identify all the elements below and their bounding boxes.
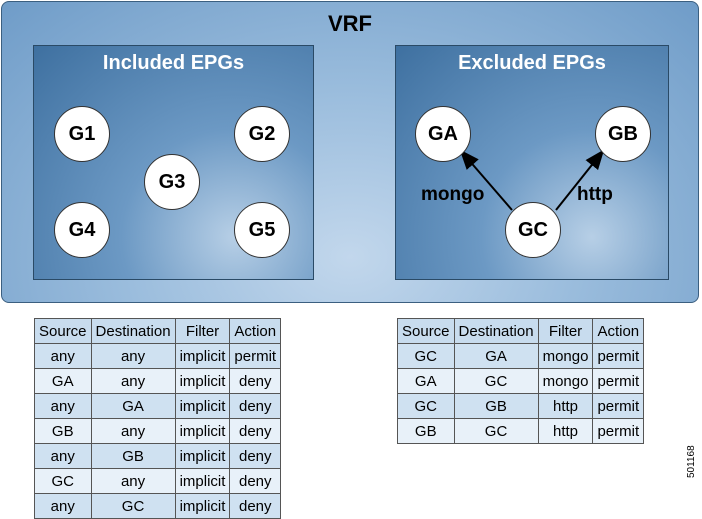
cell-destination: any bbox=[90, 418, 176, 444]
figure-id: 501168 bbox=[686, 445, 697, 478]
cell-source: GA bbox=[397, 368, 455, 394]
cell-destination: GB bbox=[90, 443, 176, 469]
cell-source: any bbox=[34, 493, 92, 519]
epg-node-g4: G4 bbox=[54, 202, 110, 258]
vrf-container: VRF Included EPGs G1 G2 G3 G4 G5 Exclude… bbox=[1, 1, 699, 303]
table-row: GC GA mongo permit bbox=[397, 343, 645, 369]
header-destination: Destination bbox=[453, 318, 539, 344]
cell-destination: GC bbox=[90, 493, 176, 519]
cell-filter: implicit bbox=[174, 493, 231, 519]
cell-action: deny bbox=[229, 393, 282, 419]
cell-filter: implicit bbox=[174, 418, 231, 444]
epg-node-ga: GA bbox=[415, 106, 471, 162]
header-source: Source bbox=[397, 318, 455, 344]
cell-source: any bbox=[34, 393, 92, 419]
cell-action: deny bbox=[229, 443, 282, 469]
epg-node-gb: GB bbox=[595, 106, 651, 162]
cell-filter: implicit bbox=[174, 468, 231, 494]
header-source: Source bbox=[34, 318, 92, 344]
edge-label-mongo: mongo bbox=[421, 184, 485, 205]
cell-action: deny bbox=[229, 493, 282, 519]
cell-destination: GA bbox=[453, 343, 539, 369]
edge-gc-gb-arrow bbox=[555, 149, 605, 211]
excluded-epgs-title: Excluded EPGs bbox=[458, 52, 606, 74]
table-row: GC GB http permit bbox=[397, 393, 645, 419]
excluded-epgs-group: Excluded EPGs GA GB GC mongo http bbox=[395, 45, 669, 280]
header-destination: Destination bbox=[90, 318, 176, 344]
header-action: Action bbox=[592, 318, 645, 344]
header-action: Action bbox=[229, 318, 282, 344]
cell-destination: GA bbox=[90, 393, 176, 419]
cell-source: GC bbox=[34, 468, 92, 494]
cell-filter: mongo bbox=[537, 368, 594, 394]
cell-action: permit bbox=[592, 343, 645, 369]
table-row: any GB implicit deny bbox=[34, 443, 282, 469]
cell-destination: any bbox=[90, 368, 176, 394]
table-header-row: Source Destination Filter Action bbox=[34, 318, 282, 344]
cell-filter: mongo bbox=[537, 343, 594, 369]
table-row: any GA implicit deny bbox=[34, 393, 282, 419]
cell-destination: GC bbox=[453, 368, 539, 394]
included-epgs-title: Included EPGs bbox=[102, 52, 245, 74]
table-row: any any implicit permit bbox=[34, 343, 282, 369]
included-epgs-group: Included EPGs G1 G2 G3 G4 G5 bbox=[33, 45, 314, 280]
table-row: GC any implicit deny bbox=[34, 468, 282, 494]
cell-filter: http bbox=[537, 418, 594, 444]
table-row: GA any implicit deny bbox=[34, 368, 282, 394]
cell-filter: implicit bbox=[174, 443, 231, 469]
cell-filter: implicit bbox=[174, 368, 231, 394]
edge-arrows bbox=[459, 149, 605, 211]
table-row: GA GC mongo permit bbox=[397, 368, 645, 394]
cell-destination: any bbox=[90, 343, 176, 369]
cell-destination: GC bbox=[453, 418, 539, 444]
cell-action: deny bbox=[229, 368, 282, 394]
epg-node-g1: G1 bbox=[54, 106, 110, 162]
header-filter: Filter bbox=[174, 318, 231, 344]
epg-node-g3: G3 bbox=[144, 154, 200, 210]
cell-action: permit bbox=[592, 368, 645, 394]
table-row: GB any implicit deny bbox=[34, 418, 282, 444]
table-header-row: Source Destination Filter Action bbox=[397, 318, 645, 344]
table-row: GB GC http permit bbox=[397, 418, 645, 444]
cell-action: deny bbox=[229, 468, 282, 494]
cell-source: GB bbox=[397, 418, 455, 444]
vrf-title: VRF bbox=[328, 11, 372, 36]
cell-destination: GB bbox=[453, 393, 539, 419]
epg-node-gc: GC bbox=[505, 202, 561, 258]
cell-action: permit bbox=[229, 343, 282, 369]
cell-action: permit bbox=[592, 393, 645, 419]
cell-action: deny bbox=[229, 418, 282, 444]
cell-source: any bbox=[34, 443, 92, 469]
cell-source: GC bbox=[397, 393, 455, 419]
edge-gc-ga-arrow bbox=[459, 149, 513, 211]
cell-source: GB bbox=[34, 418, 92, 444]
cell-filter: http bbox=[537, 393, 594, 419]
included-contract-table: Source Destination Filter Action any any… bbox=[34, 318, 282, 519]
header-filter: Filter bbox=[537, 318, 594, 344]
epg-node-g5: G5 bbox=[234, 202, 290, 258]
cell-source: any bbox=[34, 343, 92, 369]
cell-filter: implicit bbox=[174, 343, 231, 369]
excluded-contract-table: Source Destination Filter Action GC GA m… bbox=[397, 318, 645, 444]
cell-destination: any bbox=[90, 468, 176, 494]
cell-filter: implicit bbox=[174, 393, 231, 419]
epg-node-g2: G2 bbox=[234, 106, 290, 162]
cell-source: GA bbox=[34, 368, 92, 394]
table-row: any GC implicit deny bbox=[34, 493, 282, 519]
cell-source: GC bbox=[397, 343, 455, 369]
cell-action: permit bbox=[592, 418, 645, 444]
edge-label-http: http bbox=[577, 184, 613, 205]
